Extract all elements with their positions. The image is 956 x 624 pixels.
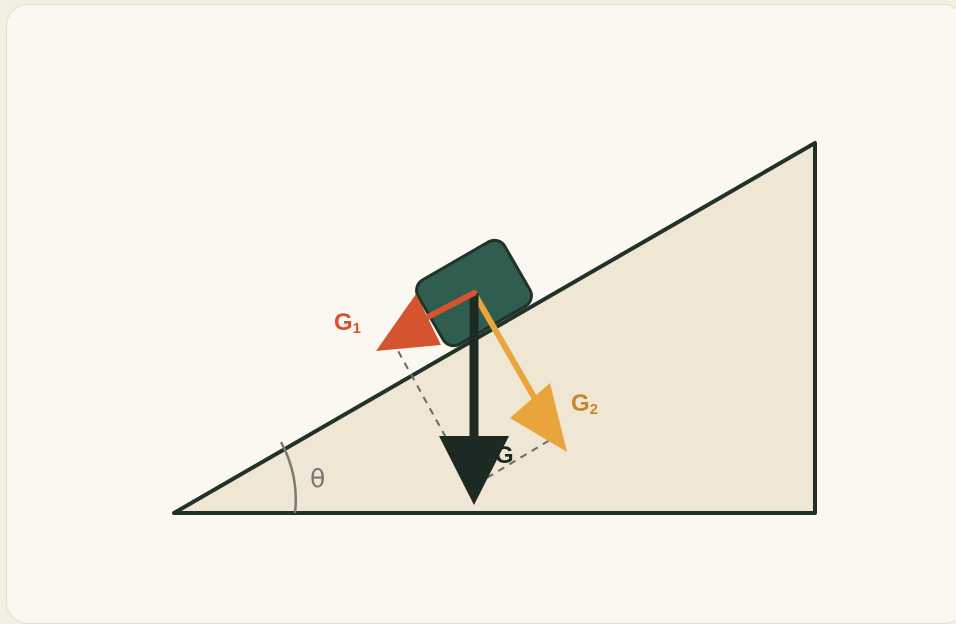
angle-arc: [279, 441, 297, 514]
g-label: G: [495, 442, 514, 469]
g1-vector-shaft: [421, 290, 477, 322]
g1-label: G1: [334, 309, 361, 337]
dashed-line-g2-to-g: [474, 433, 561, 486]
g2-vector-arrowhead: [510, 383, 567, 452]
incline-force-diagram: θ G G1 G2: [172, 141, 817, 515]
g-vector-arrowhead: [439, 436, 509, 505]
g1-vector-arrowhead: [376, 294, 441, 351]
dashed-line-g1-to-g: [391, 339, 476, 491]
angle-label: θ: [310, 464, 325, 493]
g2-label: G2: [571, 390, 598, 418]
g2-vector-shaft: [471, 290, 537, 400]
